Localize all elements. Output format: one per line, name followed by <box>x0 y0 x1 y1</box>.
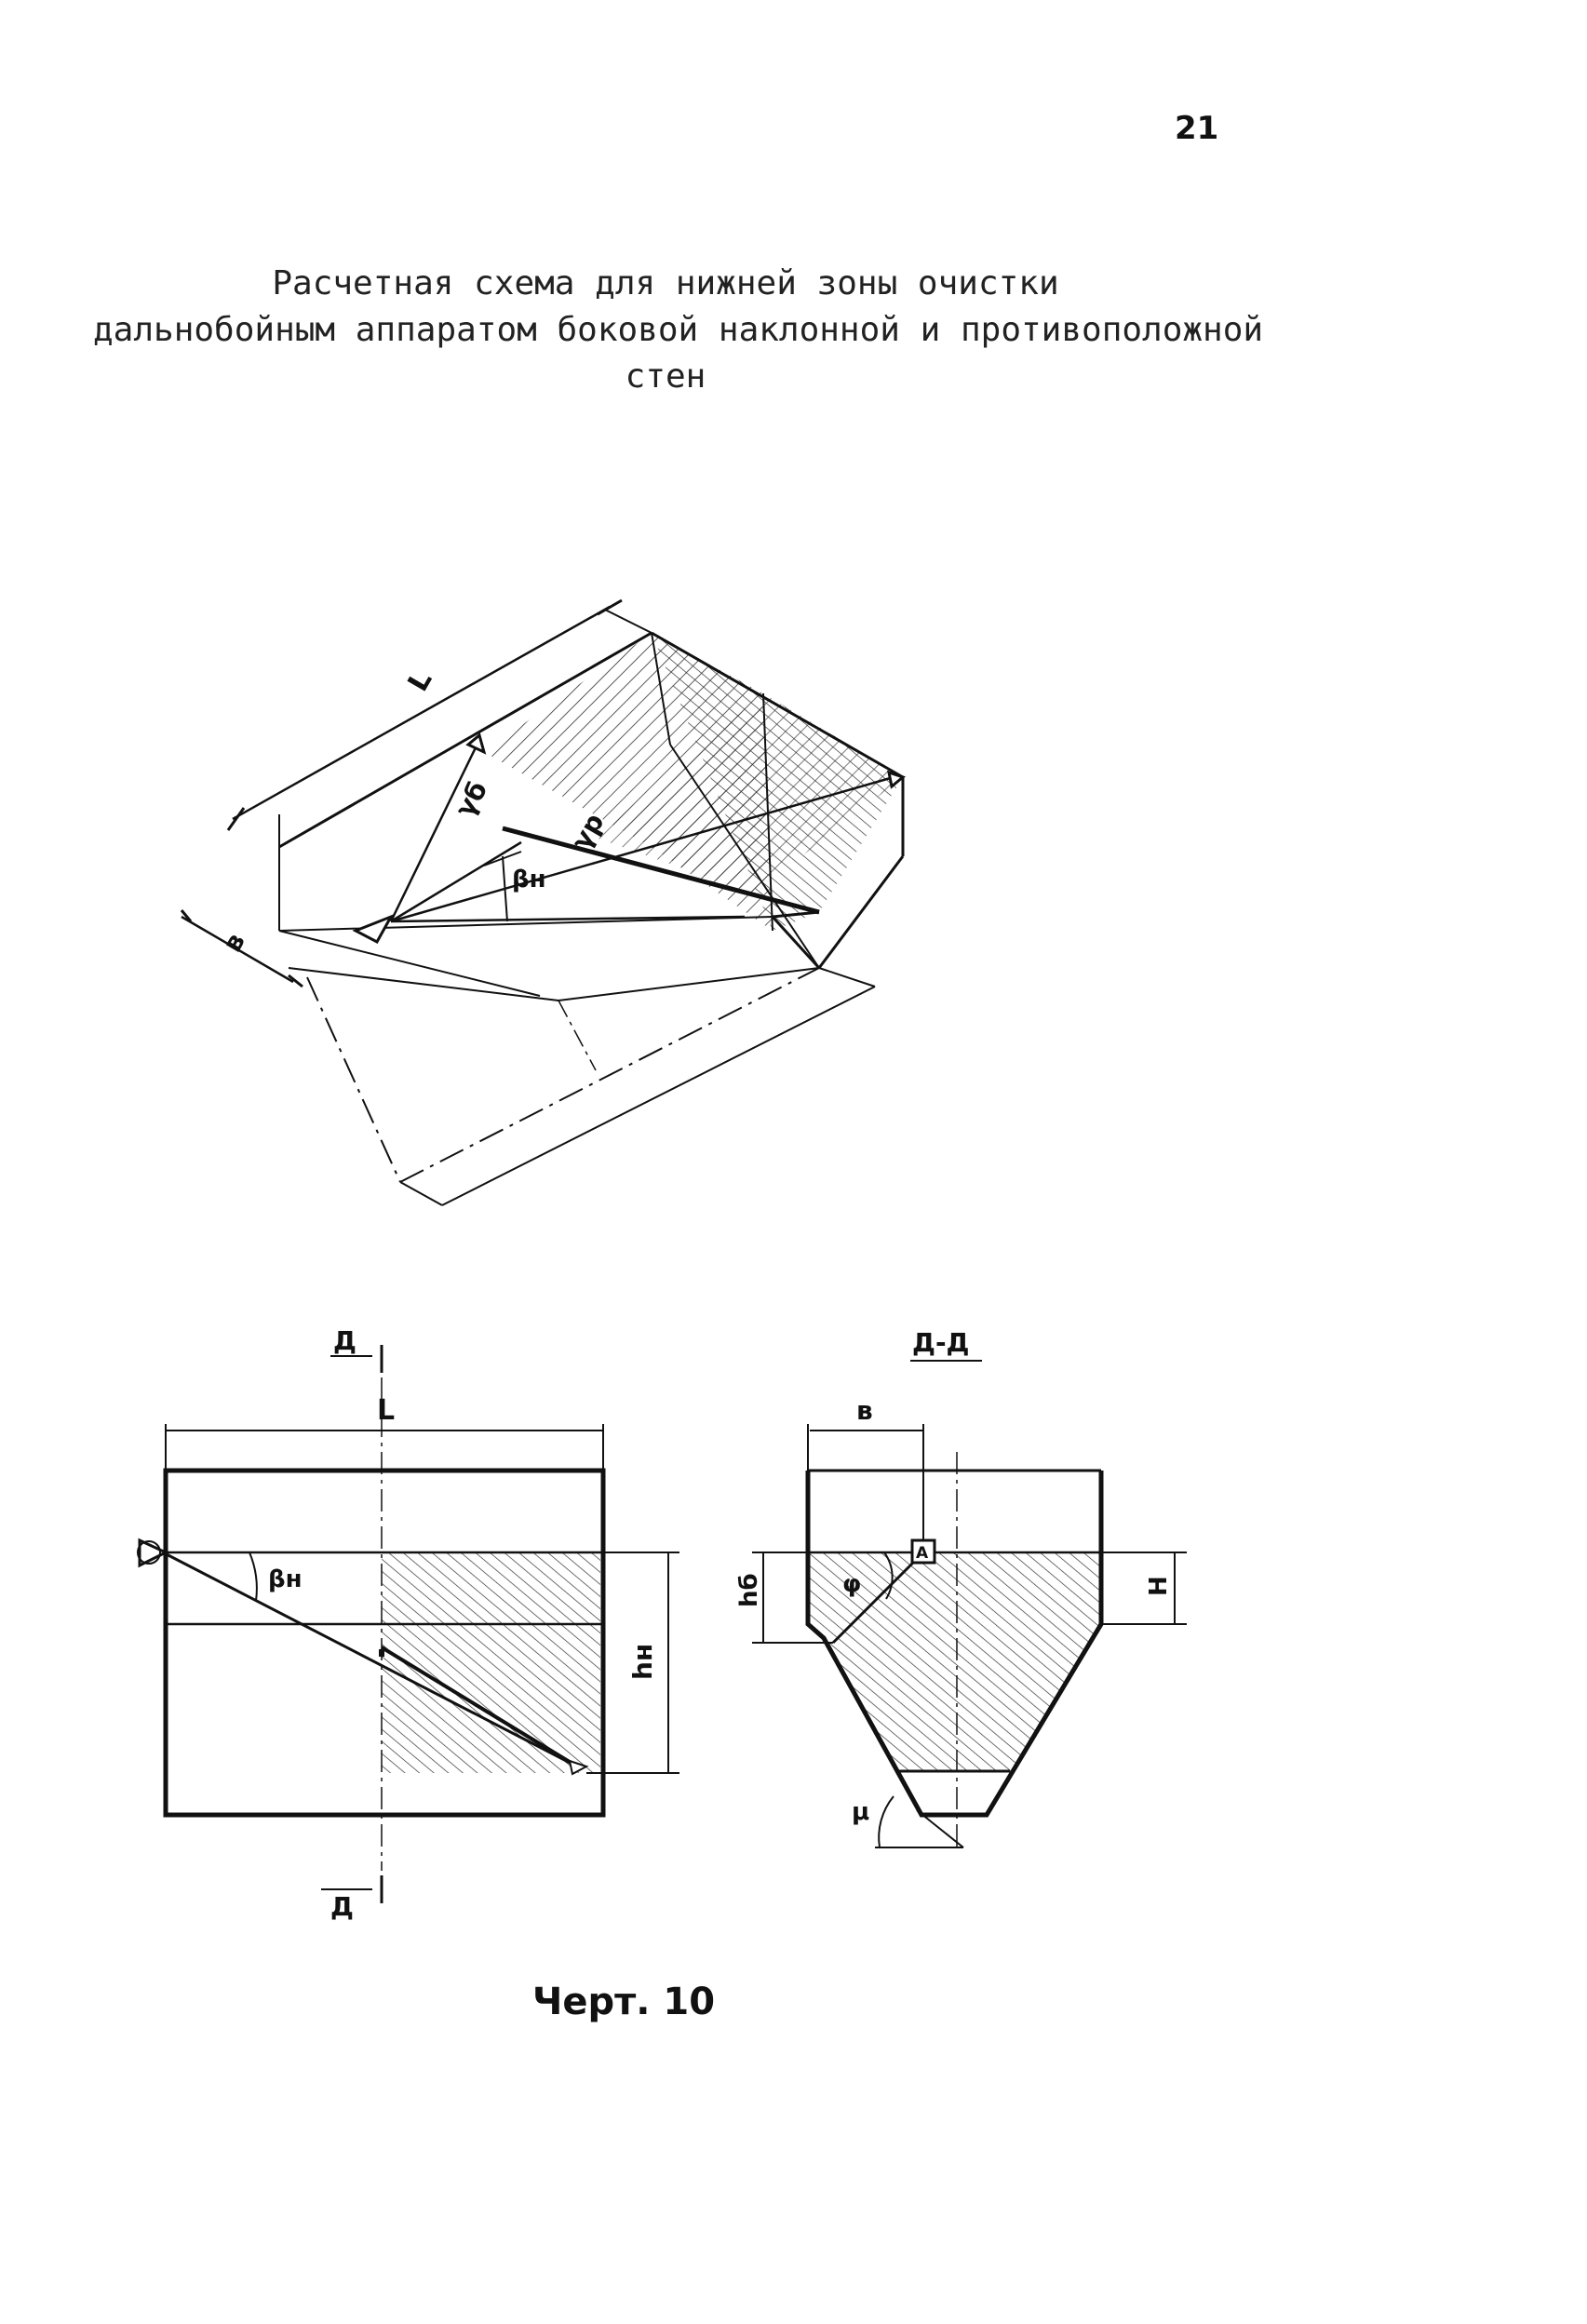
section-label-b: в <box>856 1395 873 1426</box>
plan-hatched-area <box>382 1552 600 1773</box>
plan-label-L: L <box>377 1394 395 1427</box>
iso-apparatus-marker <box>352 914 395 945</box>
page-title: Расчетная схема для нижней зоны очистки … <box>93 261 1264 400</box>
iso-hatched-opposite-wall <box>596 693 903 893</box>
section-label-mu: μ <box>852 1798 869 1826</box>
section-label-hb: hб <box>735 1573 763 1607</box>
plan-section-mark-bottom: Д <box>330 1891 354 1922</box>
plan-outline <box>163 1468 606 1818</box>
iso-label-L: L <box>402 665 439 697</box>
title-line-1: Расчетная схема для нижней зоны очистки <box>272 264 1059 302</box>
iso-label-b: в <box>216 928 250 958</box>
section-hatched-fill <box>808 1552 1101 1771</box>
plan-label-beta: βн <box>268 1565 303 1593</box>
title-line-3: стен <box>625 357 706 396</box>
plan-view: Д Д L βн hн <box>137 1325 679 1922</box>
plan-apparatus-marker <box>138 1538 169 1568</box>
plan-label-h: hн <box>627 1644 658 1680</box>
title-line-2: дальнобойным аппаратом боковой наклонной… <box>93 311 1264 349</box>
iso-label-gamma-b: γб <box>449 776 493 823</box>
plan-target-marker <box>568 1759 589 1776</box>
page-number: 21 <box>1175 110 1219 147</box>
iso-target-marker-right <box>887 770 907 789</box>
section-label-H: H <box>1145 1576 1173 1596</box>
plan-section-mark-top: Д <box>333 1325 356 1356</box>
section-title: Д-Д <box>912 1327 970 1358</box>
isometric-view: L в γб γр βн <box>180 598 907 1206</box>
section-view: Д-Д в А φ hб H μ <box>735 1327 1187 1852</box>
section-apparatus-label: А <box>916 1544 929 1563</box>
figure-caption: Черт. 10 <box>532 1981 716 2023</box>
iso-target-marker-top <box>465 732 487 755</box>
section-label-phi: φ <box>842 1570 861 1598</box>
iso-label-beta: βн <box>512 866 546 893</box>
section-apparatus-marker <box>910 1538 936 1565</box>
